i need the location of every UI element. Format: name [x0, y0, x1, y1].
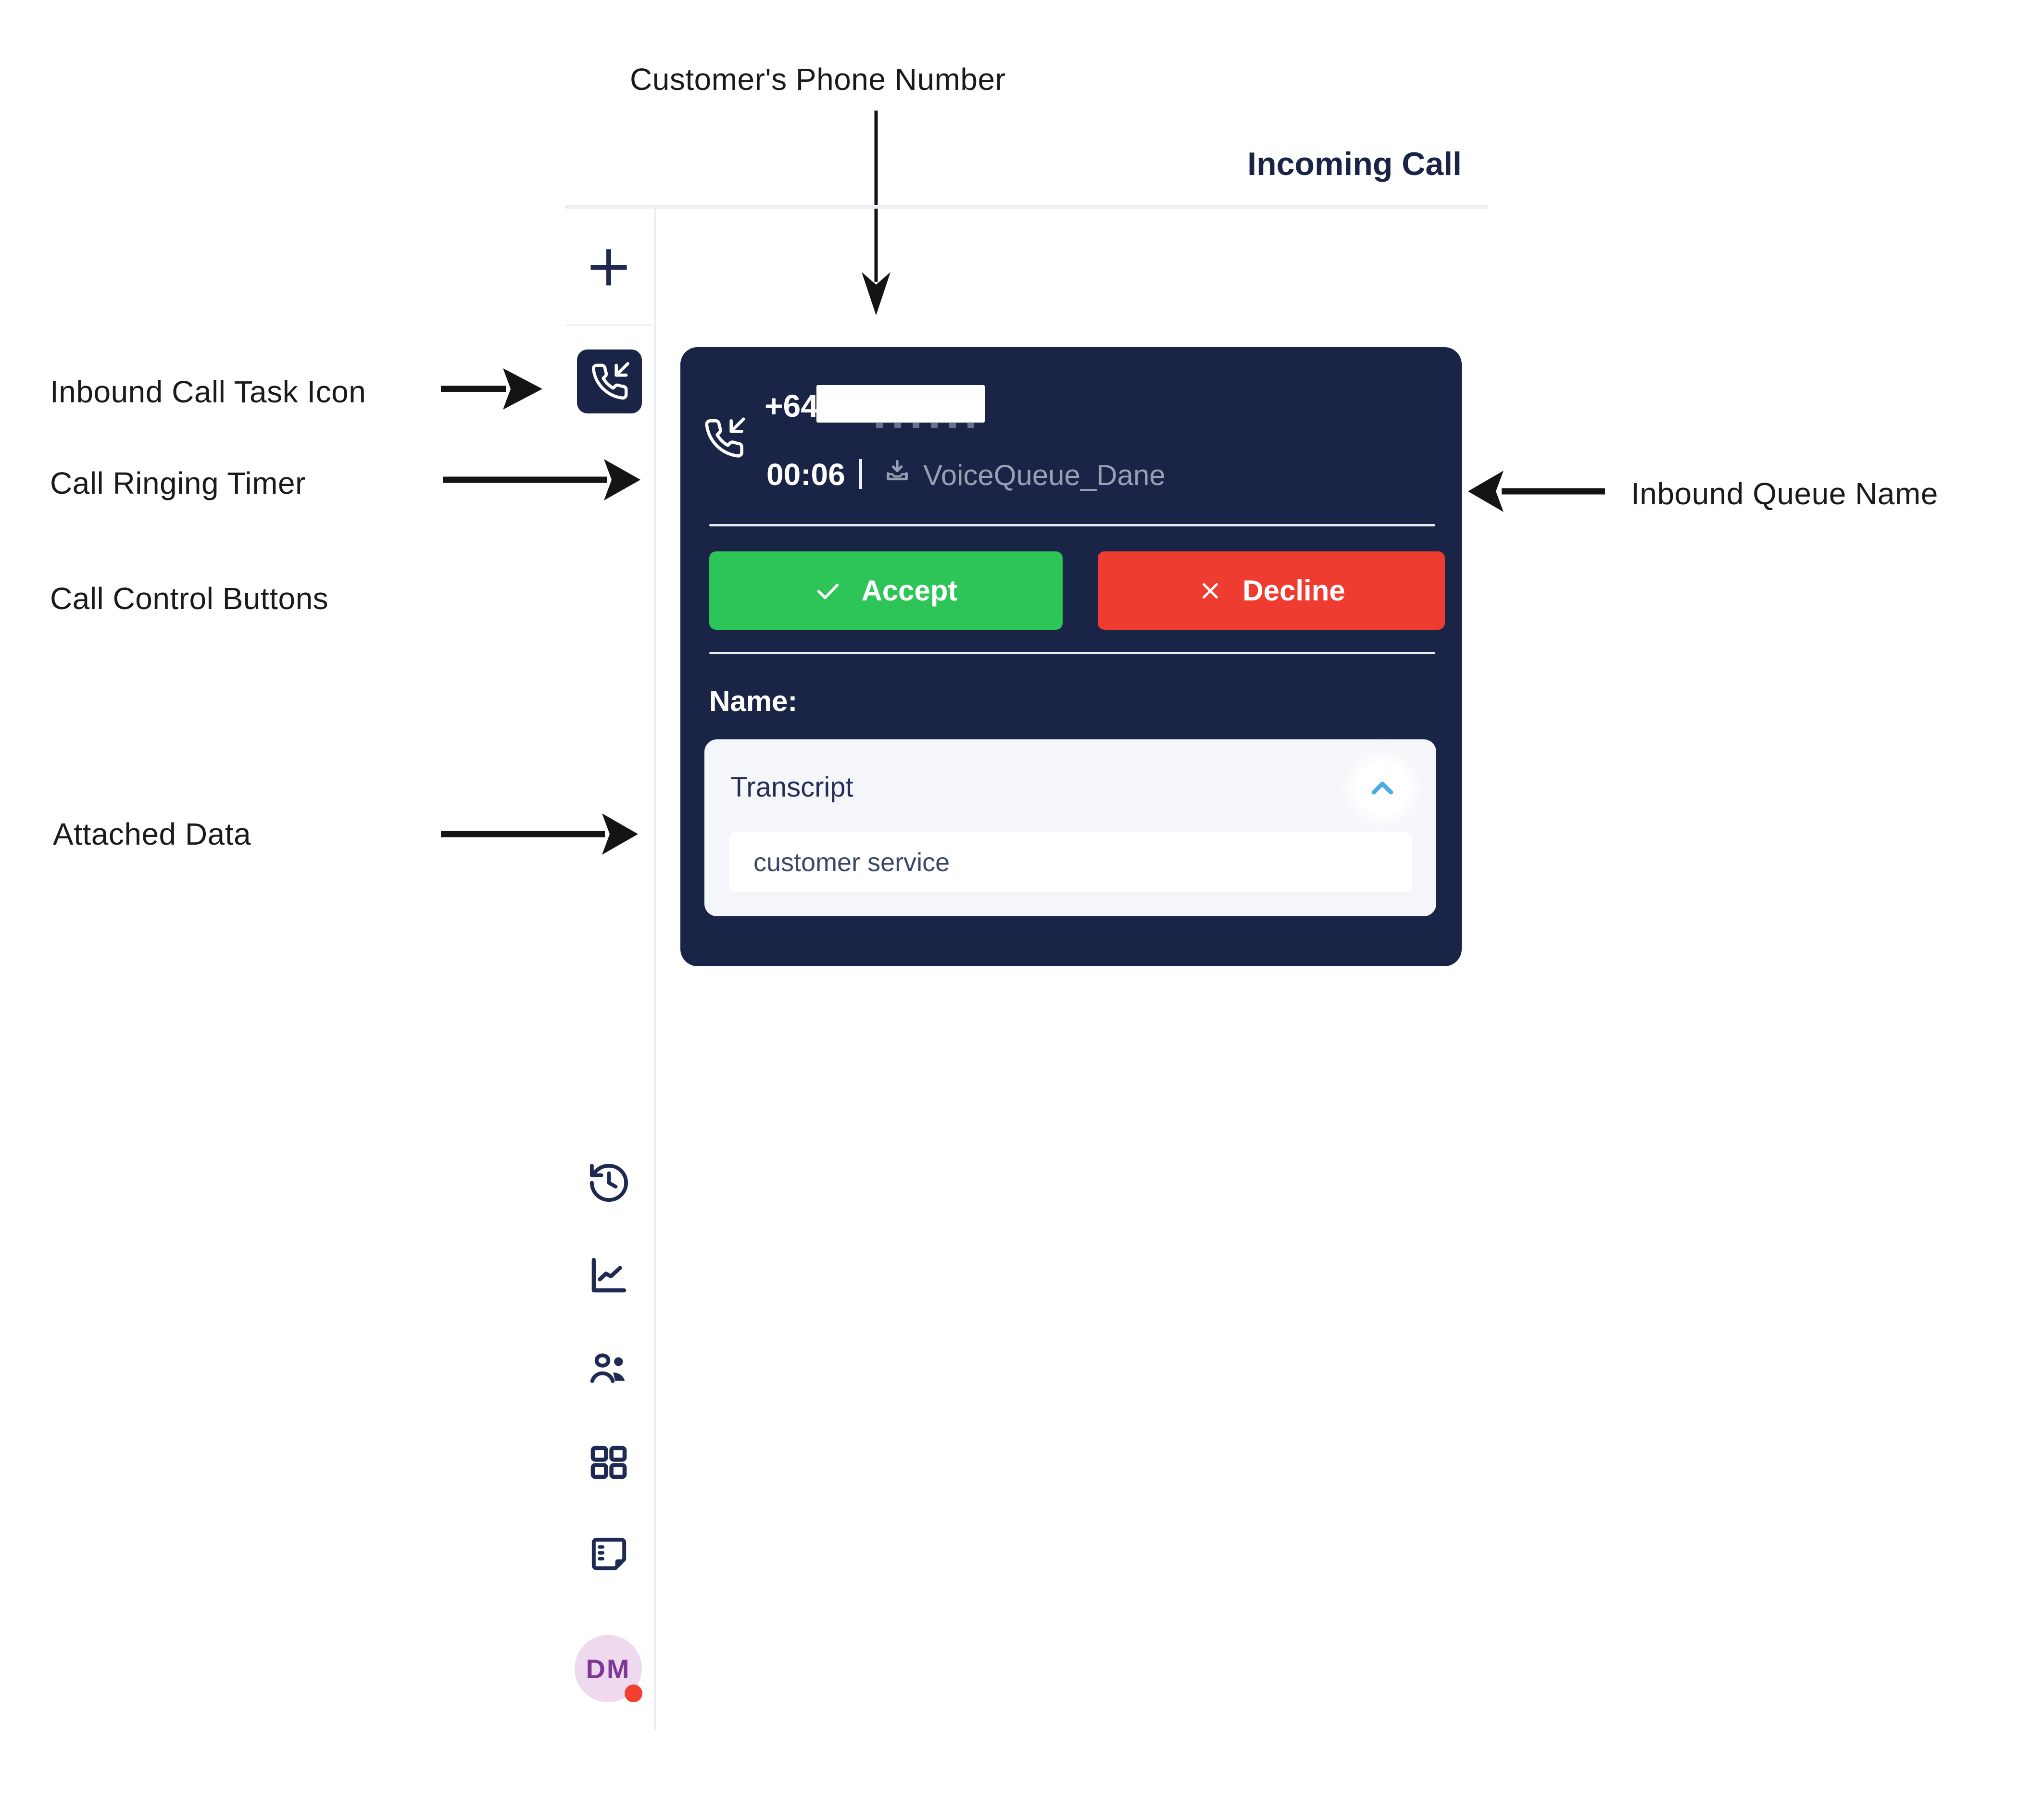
card-divider-bottom: [709, 652, 1435, 654]
label-call-control-buttons: Call Control Buttons: [50, 581, 329, 616]
accept-label: Accept: [861, 574, 958, 607]
header-divider: [565, 205, 1488, 209]
attached-data-value: customer service: [729, 832, 1412, 892]
collapse-transcript-button[interactable]: [1356, 762, 1409, 815]
timer-separator: [859, 459, 862, 489]
contacts-icon: [586, 1346, 632, 1392]
inbound-call-icon: [590, 362, 629, 401]
x-icon: [1197, 578, 1223, 604]
accept-button[interactable]: Accept: [709, 551, 1063, 630]
decline-label: Decline: [1242, 574, 1345, 607]
phone-number-redaction: [816, 385, 985, 423]
arrow-right-to-attached-data: [441, 813, 638, 855]
arrow-left-to-queue-name: [1468, 471, 1605, 512]
redacted-digit-marks: [876, 422, 1001, 428]
page-title: Incoming Call: [1247, 146, 1462, 182]
transcript-panel: Transcript customer service: [704, 739, 1436, 916]
line-chart-icon: [586, 1252, 632, 1298]
card-divider-top: [709, 524, 1435, 526]
label-inbound-queue-name: Inbound Queue Name: [1631, 476, 1938, 511]
label-customer-phone-number: Customer's Phone Number: [630, 62, 1006, 97]
inbound-queue-name: VoiceQueue_Dane: [923, 459, 1166, 491]
chevron-up-icon: [1364, 770, 1401, 807]
incoming-call-card: +64 00:06 VoiceQueue_Dane Accept Decline…: [680, 347, 1462, 966]
label-call-ringing-timer: Call Ringing Timer: [50, 466, 306, 500]
transcript-content: customer service: [753, 848, 950, 877]
sidebar-item-history[interactable]: [586, 1160, 632, 1206]
attached-data-name-label: Name:: [709, 685, 798, 717]
arrow-down-to-phone-number: [862, 111, 890, 315]
grid-icon: [587, 1441, 630, 1484]
history-icon: [586, 1160, 632, 1206]
add-task-button[interactable]: [585, 243, 633, 291]
customer-phone-number: +64: [765, 388, 818, 424]
sidebar-item-metrics[interactable]: [586, 1252, 632, 1298]
sidebar-section-divider: [566, 324, 652, 326]
queue-icon: [882, 457, 913, 487]
transcript-title: Transcript: [730, 772, 853, 803]
sidebar-item-contacts[interactable]: [586, 1346, 632, 1392]
sidebar-item-notes[interactable]: [586, 1532, 632, 1578]
check-icon: [814, 577, 842, 605]
call-ringing-timer: 00:06: [766, 457, 845, 492]
label-inbound-call-task-icon: Inbound Call Task Icon: [50, 374, 366, 409]
incoming-call-icon: [703, 417, 745, 460]
agent-status-dot: [625, 1684, 642, 1702]
arrow-right-to-task-icon: [441, 368, 542, 410]
plus-icon: [587, 245, 631, 289]
sidebar-item-dashboard[interactable]: [587, 1441, 630, 1484]
arrow-right-to-ringing-timer: [443, 459, 640, 500]
sidebar-item-inbound-call-task[interactable]: [577, 349, 642, 413]
notes-icon: [586, 1532, 632, 1578]
label-attached-data: Attached Data: [53, 817, 251, 851]
decline-button[interactable]: Decline: [1098, 551, 1445, 630]
sidebar-divider: [654, 207, 656, 1731]
